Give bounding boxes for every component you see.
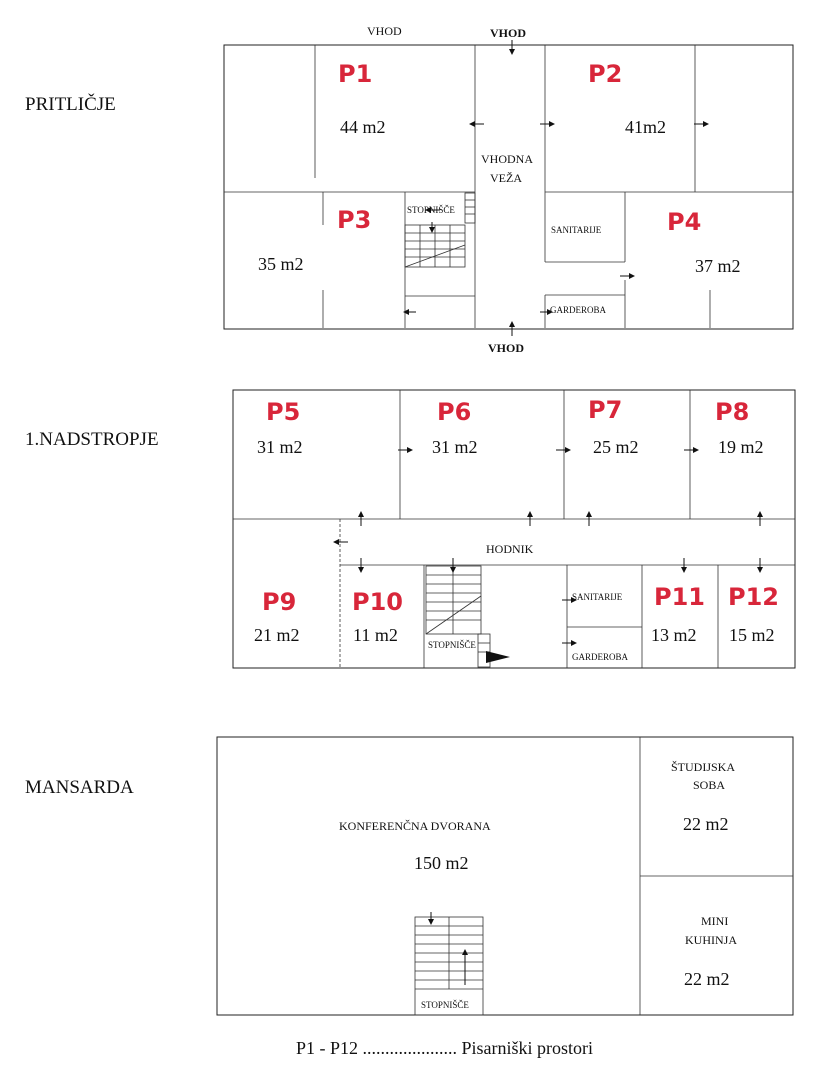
room-p6-name: P6 (437, 398, 471, 426)
room-p10-name: P10 (352, 588, 403, 616)
entrance-label-top: VHOD (490, 26, 526, 40)
room-p2-area: 41m2 (625, 117, 666, 137)
room-p12-area: 15 m2 (729, 625, 775, 645)
study-room-area: 22 m2 (683, 814, 729, 834)
room-p12-name: P12 (728, 583, 779, 611)
stairs-label-first: STOPNIŠČE (428, 640, 476, 650)
mini-kitchen-label-line2: KUHINJA (685, 933, 737, 947)
room-p11-name: P11 (654, 583, 705, 611)
sanitary-label-first: SANITARIJE (572, 592, 623, 602)
hall-label-line2: VEŽA (490, 171, 522, 185)
room-p11-area: 13 m2 (651, 625, 697, 645)
mini-kitchen-area: 22 m2 (684, 969, 730, 989)
room-p3-area: 35 m2 (258, 254, 304, 274)
room-p4-area: 37 m2 (695, 256, 741, 276)
mini-kitchen-label-line1: MINI (701, 914, 728, 928)
wardrobe-label-ground: GARDEROBA (550, 305, 607, 315)
sanitary-label-ground: SANITARIJE (551, 225, 602, 235)
first-floor-plan: 1.NADSTROPJE (25, 389, 796, 669)
ground-outline (223, 44, 794, 330)
conference-hall-area: 150 m2 (414, 853, 469, 873)
room-p2-name: P2 (588, 60, 622, 88)
room-p9-area: 21 m2 (254, 625, 300, 645)
study-room-label-line1: ŠTUDIJSKA (671, 760, 735, 774)
entrance-label-bottom: VHOD (488, 341, 524, 355)
room-p1-area: 44 m2 (340, 117, 386, 137)
room-p10-area: 11 m2 (353, 625, 398, 645)
entrance-label-top-left: VHOD (367, 24, 402, 38)
attic-floor-plan: MANSARDA KONFERENČNA DVORANA 150 m2 ŠTUD… (25, 736, 794, 1016)
wardrobe-label-first: GARDEROBA (572, 652, 629, 662)
room-p6-area: 31 m2 (432, 437, 478, 457)
room-p7-area: 25 m2 (593, 437, 639, 457)
legend: P1 - P12 ..................... Pisarnišk… (296, 1038, 593, 1058)
first-outline (232, 389, 796, 669)
floor-label-ground: PRITLIČJE (25, 93, 116, 115)
hall-label-line1: VHODNA (481, 152, 533, 166)
room-p8-area: 19 m2 (718, 437, 764, 457)
ground-floor-plan: PRITLIČJE (25, 24, 794, 355)
room-p9-name: P9 (262, 588, 296, 616)
room-p1-name: P1 (338, 60, 372, 88)
room-p4-name: P4 (667, 208, 701, 236)
stairs-label-ground: STOPNIŠČE (407, 205, 455, 215)
floor-label-attic: MANSARDA (25, 777, 134, 798)
room-p3-name: P3 (337, 206, 371, 234)
conference-hall-label: KONFERENČNA DVORANA (339, 819, 491, 833)
stairs-label-attic: STOPNIŠČE (421, 1000, 469, 1010)
room-p7-name: P7 (588, 396, 622, 424)
room-p5-area: 31 m2 (257, 437, 303, 457)
room-p5-name: P5 (266, 398, 300, 426)
corridor-label: HODNIK (486, 542, 534, 556)
study-room-label-line2: SOBA (693, 778, 725, 792)
floor-label-first: 1.NADSTROPJE (25, 429, 159, 450)
room-p8-name: P8 (715, 398, 749, 426)
